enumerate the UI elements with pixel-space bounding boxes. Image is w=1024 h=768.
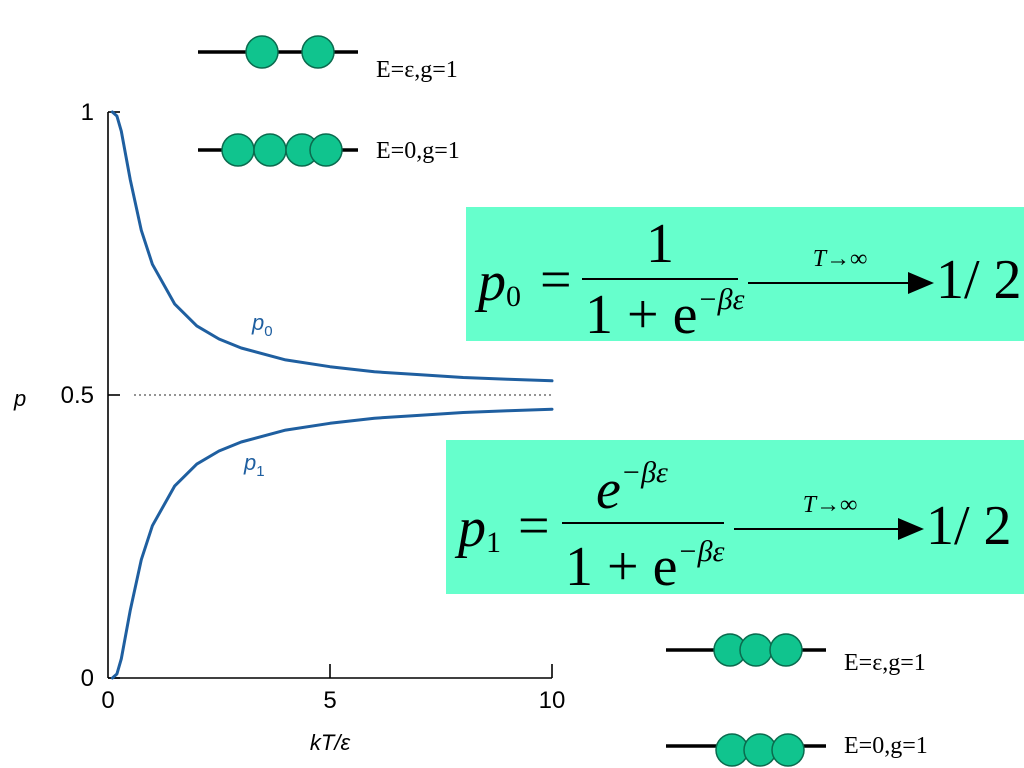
eq-p0-lhs-subscript: 0 <box>506 280 521 313</box>
series-line-p1 <box>110 407 554 680</box>
curve-label-p0-symbol: p <box>251 310 264 335</box>
x-axis-title: kT/ε <box>310 730 351 755</box>
bead <box>771 733 805 767</box>
eq-p1-lhs-symbol: p <box>454 497 486 559</box>
eq-p1-arrow-label: T→∞ <box>803 492 857 518</box>
equation-box-p0: p0 = 1 1 + e−βε T→∞ 1/ 2 <box>466 207 1024 346</box>
state-label-ground-top: E=0,g=1 <box>376 138 460 164</box>
eq-p1-numerator-exponent: −βε <box>621 456 668 489</box>
x-tick-label: 0 <box>101 687 114 714</box>
bead <box>715 733 749 767</box>
eq-p1-denominator: 1 + e−βε <box>565 535 725 598</box>
y-tick-label: 1 <box>81 99 94 126</box>
equation-box-p1: p1 = e−βε 1 + e−βε T→∞ 1/ 2 <box>446 440 1024 598</box>
state-label-ground-bottom: E=0,g=1 <box>844 733 928 759</box>
energy-states-bottom: E=ε,g=1 E=0,g=1 <box>666 633 928 767</box>
equation-box-background <box>466 207 1024 341</box>
eq-p0-arrow-head <box>908 272 934 294</box>
state-excited-top: E=ε,g=1 <box>198 35 458 83</box>
eq-p0-denominator: 1 + e−βε <box>585 283 745 346</box>
bead <box>253 133 287 167</box>
eq-p0-denominator-base: 1 + e <box>585 284 697 346</box>
bead <box>301 35 335 69</box>
eq-p1-denominator-base: 1 + e <box>565 536 677 598</box>
bead <box>245 35 279 69</box>
state-ground-bottom: E=0,g=1 <box>666 733 928 767</box>
eq-p0-numerator: 1 <box>646 213 674 275</box>
y-tick-label: 0.5 <box>61 382 94 409</box>
curve-label-p0-subscript: 0 <box>264 323 272 340</box>
eq-p1-lhs: p1 <box>454 497 501 559</box>
state-label-excited-top: E=ε,g=1 <box>376 57 458 83</box>
state-ground-top: E=0,g=1 <box>198 133 460 167</box>
eq-p0-denominator-exponent: −βε <box>697 283 744 316</box>
curve-label-p1: p1 <box>243 450 265 480</box>
eq-p0-arrow-label: T→∞ <box>813 246 867 272</box>
energy-states-top: E=ε,g=1 E=0,g=1 <box>198 35 460 167</box>
equation-box-background <box>446 440 1024 594</box>
x-tick-label: 5 <box>323 687 336 714</box>
bead <box>221 133 255 167</box>
eq-p0-lhs: p0 <box>474 251 521 313</box>
bead <box>309 133 343 167</box>
state-excited-bottom: E=ε,g=1 <box>666 633 926 676</box>
eq-p1-limit: 1/ 2 <box>926 495 1012 557</box>
x-tick-label: 10 <box>539 687 566 714</box>
eq-p1-lhs-subscript: 1 <box>486 526 501 559</box>
eq-p1-numerator-base: e <box>596 459 621 521</box>
state-label-excited-bottom: E=ε,g=1 <box>844 650 926 676</box>
bead <box>769 633 803 667</box>
curve-label-p1-subscript: 1 <box>256 463 264 480</box>
eq-p1-denominator-exponent: −βε <box>677 535 724 568</box>
y-axis-title: p <box>13 386 26 411</box>
eq-p0-lhs-symbol: p <box>474 251 506 313</box>
curve-label-p1-symbol: p <box>243 450 256 475</box>
bead <box>739 633 773 667</box>
eq-p0-limit: 1/ 2 <box>936 249 1022 311</box>
eq-p1-arrow-head <box>898 518 924 540</box>
y-tick-label: 0 <box>81 665 94 692</box>
eq-p1-numerator: e−βε <box>596 456 668 521</box>
bead <box>743 733 777 767</box>
eq-p1-equals: = <box>518 495 550 557</box>
eq-p0-equals: = <box>540 249 572 311</box>
curve-label-p0: p0 <box>251 310 273 340</box>
series-line-p0 <box>110 110 554 383</box>
chart-curves <box>110 110 554 680</box>
